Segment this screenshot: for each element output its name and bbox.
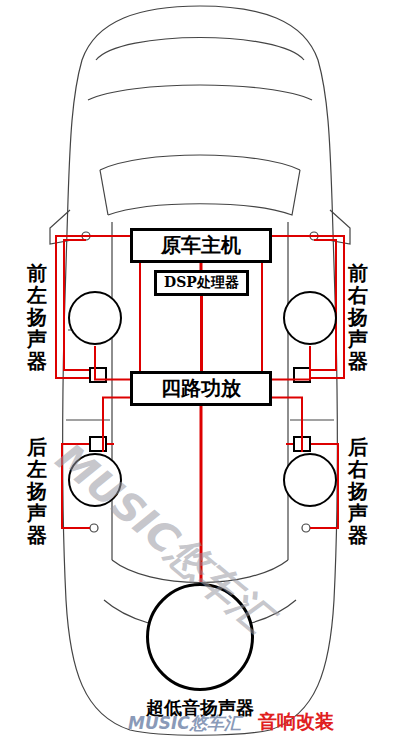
speaker-circle: 前左扬声器 [67,290,123,346]
speaker-label: 前右扬声器 [348,262,368,372]
host-box: 原车主机 [130,228,272,263]
watermark: 音响改装 [258,709,334,735]
wire-connector [272,346,310,380]
wire-connector [272,398,302,453]
watermark: MUSIC悠车汇 [128,712,241,735]
speaker-outline [282,452,338,508]
speaker-label: 后右扬声器 [348,436,368,546]
wire-connector [200,296,203,371]
box-label: DSP处理器 [164,274,239,292]
speaker-circle: 前右扬声器 [282,290,338,346]
wire-connector [261,263,263,371]
box-label: 四路功放 [161,375,241,402]
dsp-box: DSP处理器 [154,270,249,296]
speaker-outline [282,290,338,346]
wire-connector [95,346,130,380]
speaker-circle: 后右扬声器 [282,452,338,508]
speaker-outline [67,290,123,346]
amplifier-box: 四路功放 [130,371,272,406]
speaker-label: 前左扬声器 [27,262,47,372]
wire-connector [200,263,203,270]
wire-connector [103,398,130,453]
wire-connector [139,263,141,371]
box-label: 原车主机 [161,232,241,259]
speaker-label: 后左扬声器 [27,436,47,546]
